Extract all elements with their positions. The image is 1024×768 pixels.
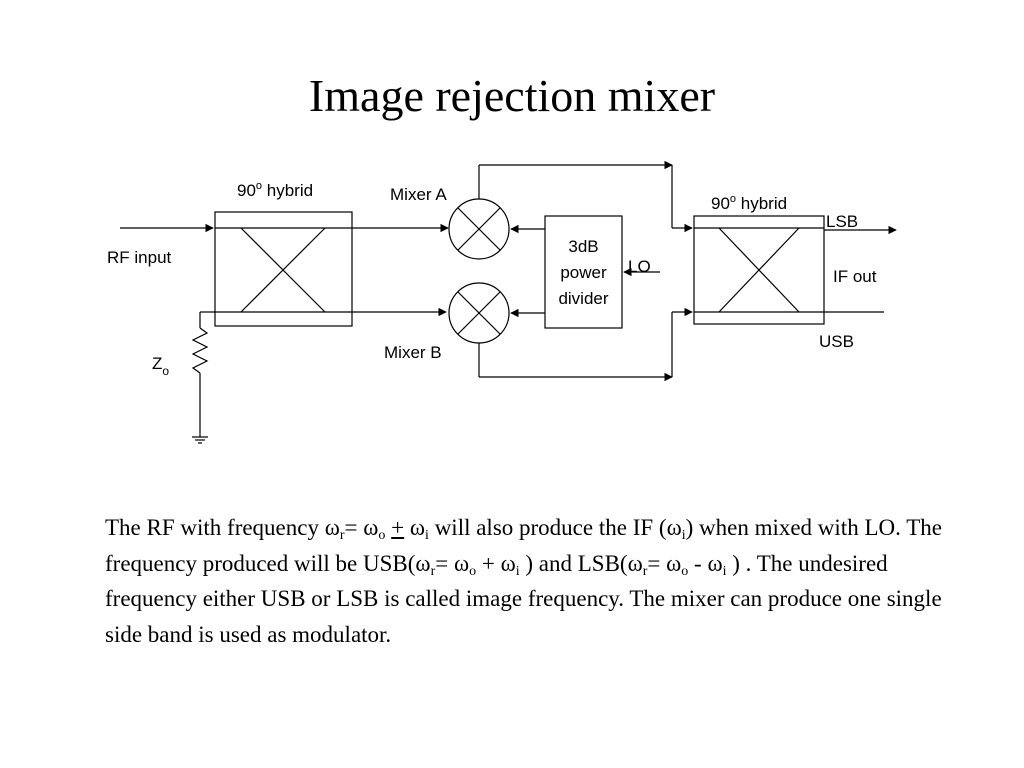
- lsb-label: LSB: [826, 212, 858, 231]
- divider-label-line1: 3dB: [568, 237, 598, 256]
- power-divider-box: [544, 215, 623, 329]
- left-hybrid-box: [214, 211, 353, 327]
- if-out-label: IF out: [833, 267, 877, 286]
- divider-label-line2: power: [560, 263, 607, 282]
- right-hybrid-label: 90o hybrid: [711, 193, 787, 213]
- right-hybrid-box: [693, 215, 825, 325]
- ground-icon: [192, 436, 208, 444]
- zo-label: Zo: [152, 354, 169, 378]
- page-title: Image rejection mixer: [308, 70, 716, 121]
- usb-label: USB: [819, 332, 854, 351]
- mixer-a-label: Mixer A: [390, 185, 447, 204]
- mixer-b-symbol: [448, 282, 510, 344]
- termination-resistor: [191, 327, 209, 374]
- rf-input-label: RF input: [107, 248, 172, 267]
- lo-label: LO: [628, 257, 651, 276]
- image-rejection-mixer-diagram: 90o hybrid 90o hybrid Mixer A Mixer B 3d…: [107, 160, 897, 444]
- divider-label-line3: divider: [558, 289, 608, 308]
- description-paragraph: The RF with frequency ωr= ωo + ωi will a…: [105, 515, 942, 647]
- left-hybrid-label: 90o hybrid: [237, 180, 313, 200]
- mixer-b-label: Mixer B: [384, 343, 442, 362]
- mixer-a-symbol: [448, 198, 510, 260]
